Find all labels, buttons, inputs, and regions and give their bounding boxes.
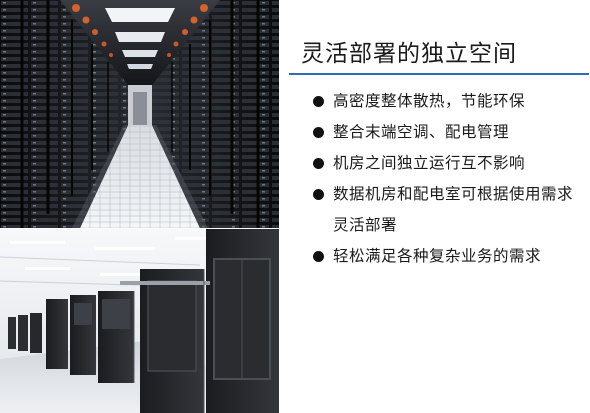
data-hall-image — [0, 229, 279, 413]
slide-title: 灵活部署的独立空间 — [301, 41, 517, 67]
bullet-item: 机房之间独立运行互不影响 — [313, 148, 588, 179]
title-underline — [289, 73, 589, 75]
bullet-item: 轻松满足各种复杂业务的需求 — [313, 241, 588, 272]
server-corridor-photo — [0, 0, 279, 228]
bullet-dot-icon — [313, 96, 324, 107]
bullet-item: 数据机房和配电室可根据使用需求灵活部署 — [313, 179, 588, 241]
data-hall-photo — [0, 229, 279, 413]
bullet-item: 整合末端空调、配电管理 — [313, 117, 588, 148]
bullet-item: 高密度整体散热，节能环保 — [313, 86, 588, 117]
bullet-text: 数据机房和配电室可根据使用需求灵活部署 — [333, 185, 574, 234]
bullet-list: 高密度整体散热，节能环保 整合末端空调、配电管理 机房之间独立运行互不影响 数据… — [313, 86, 588, 272]
content-panel: 灵活部署的独立空间 高密度整体散热，节能环保 整合末端空调、配电管理 机房之间独… — [279, 0, 590, 413]
bullet-dot-icon — [313, 189, 324, 200]
server-corridor-image — [0, 0, 279, 228]
bullet-dot-icon — [313, 251, 324, 262]
bullet-text: 整合末端空调、配电管理 — [333, 123, 510, 141]
bullet-text: 机房之间独立运行互不影响 — [333, 154, 526, 172]
bullet-dot-icon — [313, 158, 324, 169]
bullet-dot-icon — [313, 127, 324, 138]
bullet-text: 高密度整体散热，节能环保 — [333, 92, 526, 110]
bullet-text: 轻松满足各种复杂业务的需求 — [333, 247, 542, 265]
